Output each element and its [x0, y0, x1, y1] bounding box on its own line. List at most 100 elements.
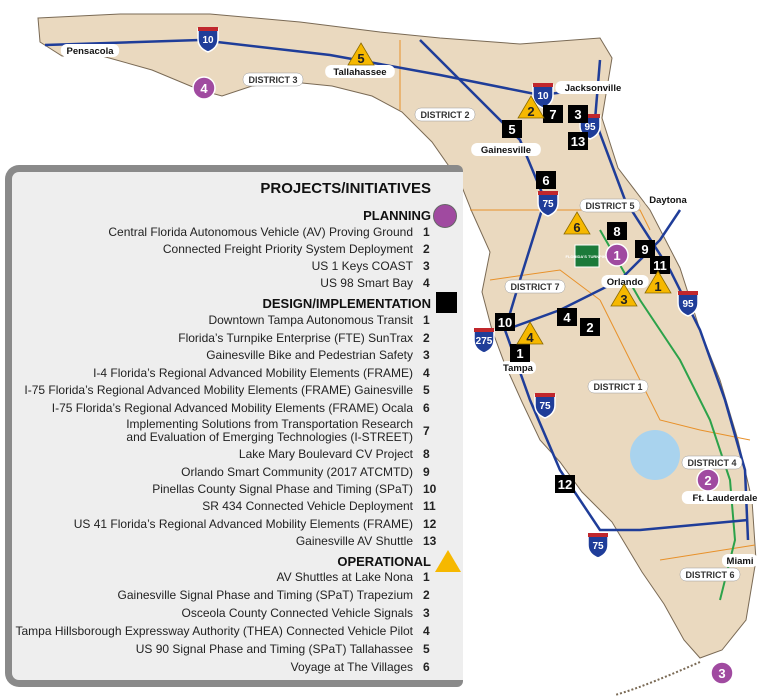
- interstate-shield-icon: 10: [532, 83, 554, 109]
- legend-item-name: Osceola County Connected Vehicle Signals: [181, 605, 413, 620]
- legend-item-number: 12: [423, 517, 437, 531]
- design-marker[interactable]: 13: [568, 132, 588, 150]
- svg-text:Orlando: Orlando: [607, 277, 644, 288]
- turnpike-sign: FLORIDA'S TURNPIKE: [566, 244, 609, 268]
- svg-text:3: 3: [574, 107, 581, 122]
- legend-item-number: 3: [423, 348, 430, 362]
- legend-item: US 41 Florida’s Regional Advanced Mobili…: [74, 517, 445, 531]
- legend-item: I-75 Florida’s Regional Advanced Mobilit…: [52, 401, 445, 415]
- svg-text:6: 6: [542, 173, 549, 188]
- lake-okeechobee: [630, 430, 680, 480]
- legend-item-number: 8: [423, 447, 430, 461]
- legend-item-name: Gainesville AV Shuttle: [295, 533, 413, 548]
- legend-item-number: 1: [423, 313, 430, 327]
- interstate-shield-icon: 75: [537, 191, 559, 217]
- svg-text:4: 4: [526, 330, 534, 345]
- design-marker[interactable]: 12: [555, 475, 575, 493]
- design-marker[interactable]: 9: [635, 240, 655, 258]
- design-marker[interactable]: 5: [502, 120, 522, 138]
- svg-text:Gainesville: Gainesville: [481, 145, 531, 156]
- operational-marker[interactable]: 3: [610, 283, 638, 307]
- legend-item-name: AV Shuttles at Lake Nona: [276, 569, 413, 584]
- legend-item-number: 1: [423, 225, 430, 239]
- interstate-shield-icon: 275: [473, 328, 495, 354]
- interstate-shield-icon: 10: [197, 27, 219, 53]
- legend-item: AV Shuttles at Lake Nona 1: [276, 570, 445, 584]
- svg-text:Tallahassee: Tallahassee: [333, 67, 386, 78]
- city-label: Ft. Lauderdale: [681, 491, 768, 504]
- svg-text:75: 75: [542, 199, 554, 210]
- legend-item-number: 2: [423, 331, 430, 345]
- planning-marker[interactable]: 2: [696, 468, 720, 492]
- design-marker[interactable]: 7: [543, 105, 563, 123]
- design-marker[interactable]: 8: [607, 222, 627, 240]
- district-label: DISTRICT 7: [504, 279, 566, 294]
- keys: [614, 661, 701, 696]
- legend-item-number: 13: [423, 534, 437, 548]
- design-marker[interactable]: 1: [510, 344, 530, 362]
- planning-marker[interactable]: 1: [605, 243, 629, 267]
- svg-text:7: 7: [549, 107, 556, 122]
- city-label: Miami: [722, 554, 758, 567]
- design-marker[interactable]: 2: [580, 318, 600, 336]
- legend-item: Gainesville Bike and Pedestrian Safety 3: [206, 348, 445, 362]
- svg-text:1: 1: [613, 248, 620, 263]
- svg-text:2: 2: [704, 473, 711, 488]
- svg-text:4: 4: [200, 81, 208, 96]
- operational-marker[interactable]: 2: [517, 95, 545, 119]
- planning-marker[interactable]: 4: [192, 76, 216, 100]
- legend-item-number: 7: [423, 424, 430, 438]
- legend-item-number: 6: [423, 401, 430, 415]
- legend-item-name: US 90 Signal Phase and Timing (SPaT) Tal…: [135, 641, 413, 656]
- legend-item-name: US 41 Florida’s Regional Advanced Mobili…: [73, 516, 413, 531]
- svg-text:5: 5: [357, 51, 364, 66]
- legend-item-number: 4: [423, 624, 430, 638]
- legend-item-number: 3: [423, 259, 430, 273]
- legend-item: US 90 Signal Phase and Timing (SPaT) Tal…: [136, 642, 445, 656]
- legend-item: Implementing Solutions from Transportati…: [113, 418, 445, 444]
- svg-text:Daytona: Daytona: [649, 195, 687, 206]
- svg-text:12: 12: [558, 477, 572, 492]
- svg-text:95: 95: [584, 122, 596, 133]
- legend-item-number: 10: [423, 482, 437, 496]
- operational-marker[interactable]: 5: [347, 42, 375, 66]
- svg-text:DISTRICT 2: DISTRICT 2: [420, 110, 469, 120]
- svg-text:9: 9: [641, 242, 648, 257]
- legend-item: Tampa Hillsborough Expressway Authority …: [15, 624, 445, 638]
- district-borders: [399, 40, 756, 561]
- district-label: DISTRICT 5: [579, 198, 641, 213]
- svg-text:2: 2: [527, 104, 534, 119]
- operational-marker[interactable]: 6: [563, 211, 591, 235]
- design-marker[interactable]: 6: [536, 171, 556, 189]
- legend-title: PROJECTS/INITIATIVES: [260, 180, 431, 197]
- svg-text:DISTRICT 5: DISTRICT 5: [585, 201, 634, 211]
- legend-item-name: Central Florida Autonomous Vehicle (AV) …: [108, 224, 413, 239]
- operational-symbol-icon: [435, 550, 461, 572]
- legend-item-name: Lake Mary Boulevard CV Project: [238, 446, 413, 461]
- legend-item-name: Gainesville Signal Phase and Timing (SPa…: [117, 587, 413, 602]
- design-marker[interactable]: 3: [568, 105, 588, 123]
- svg-text:DISTRICT 4: DISTRICT 4: [687, 458, 736, 468]
- legend-item-number: 1: [423, 570, 430, 584]
- operational-marker[interactable]: 1: [644, 270, 672, 294]
- svg-text:5: 5: [508, 122, 515, 137]
- legend-item-number: 3: [423, 606, 430, 620]
- design-marker[interactable]: 10: [495, 313, 515, 331]
- legend-item-name: Implementing Solutions from Transportati…: [126, 417, 413, 444]
- design-marker[interactable]: 11: [650, 256, 670, 274]
- planning-marker[interactable]: 3: [710, 661, 734, 685]
- interstate-shield-icon: 75: [534, 393, 556, 419]
- legend-item-name: Tampa Hillsborough Expressway Authority …: [15, 623, 413, 638]
- svg-text:2: 2: [586, 320, 593, 335]
- legend-item-name: Gainesville Bike and Pedestrian Safety: [206, 347, 413, 362]
- svg-text:10: 10: [537, 91, 549, 102]
- operational-marker[interactable]: 4: [516, 321, 544, 345]
- turnpike: [599, 229, 737, 601]
- design-marker[interactable]: 4: [557, 308, 577, 326]
- legend-item-number: 11: [423, 499, 436, 513]
- legend-item-name: Voyage at The Villages: [290, 659, 413, 674]
